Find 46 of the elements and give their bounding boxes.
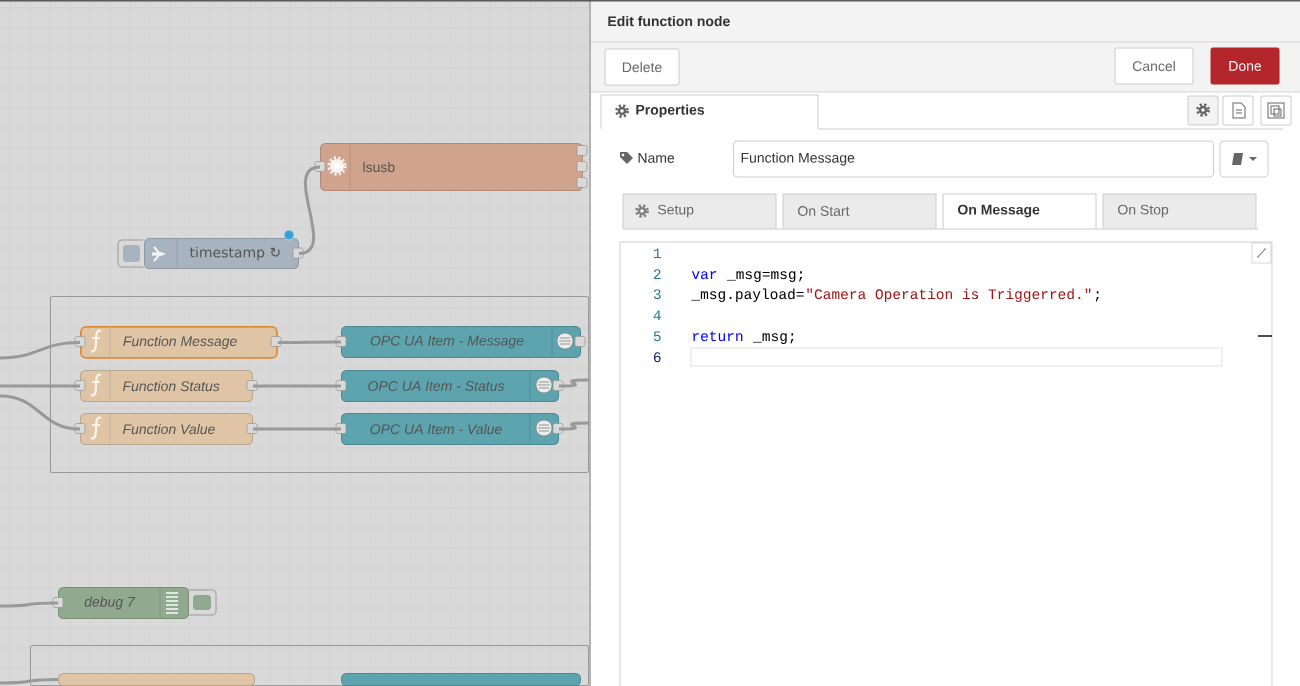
input-field: Function Message	[733, 140, 1214, 178]
cancel-button: Cancel	[1114, 47, 1194, 85]
setup-tab: Setup	[622, 193, 777, 230]
code-token: "Camera Operation is Triggerred."	[807, 288, 1091, 302]
wire	[0, 340, 81, 360]
properties-tab: Properties	[600, 94, 819, 130]
wire	[253, 384, 341, 388]
group-box	[50, 296, 589, 473]
wire	[277, 340, 341, 344]
line-number: 3	[653, 289, 661, 300]
panel-title: Edit function node	[608, 15, 730, 27]
line-number: 5	[653, 331, 661, 342]
code-token: _msg.payload=	[691, 288, 804, 302]
line-number: 4	[653, 310, 661, 320]
flow-node	[341, 673, 581, 686]
flow-node: lsusb	[314, 143, 588, 191]
wire	[253, 427, 341, 431]
tab: On Message	[942, 193, 1097, 230]
done-button: Done	[1210, 47, 1280, 85]
code-token: var	[691, 271, 717, 280]
line-number: 1	[653, 248, 661, 258]
wire	[0, 678, 58, 685]
wire	[0, 394, 81, 431]
code-token: _msg;	[753, 333, 794, 344]
line-number: 2	[653, 269, 661, 279]
wire	[559, 421, 589, 431]
flow-node: Function Message	[74, 326, 282, 359]
flow-node: timestamp ↻	[144, 238, 304, 269]
wire	[559, 378, 589, 388]
flow-node: OPC UA Item - Message	[335, 326, 586, 358]
flow-node: OPC UA Item - Status	[335, 370, 564, 402]
flow-node: debug 7	[52, 587, 189, 619]
code-token: ;	[1095, 291, 1099, 302]
code-token: _msg=msg;	[727, 271, 803, 282]
flow-node: Function Value	[74, 413, 258, 445]
wire	[0, 601, 58, 608]
delete-button: Delete	[604, 48, 680, 86]
wire	[0, 384, 80, 388]
tab: On Stop	[1102, 193, 1257, 230]
tab: On Start	[782, 193, 937, 230]
code-token: return	[693, 331, 743, 342]
field-label: Name	[638, 153, 675, 163]
flow-node: Function Status	[74, 370, 258, 402]
flow-node: OPC UA Item - Value	[335, 413, 564, 445]
line-number: 6	[654, 352, 661, 363]
flow-node	[58, 673, 255, 686]
